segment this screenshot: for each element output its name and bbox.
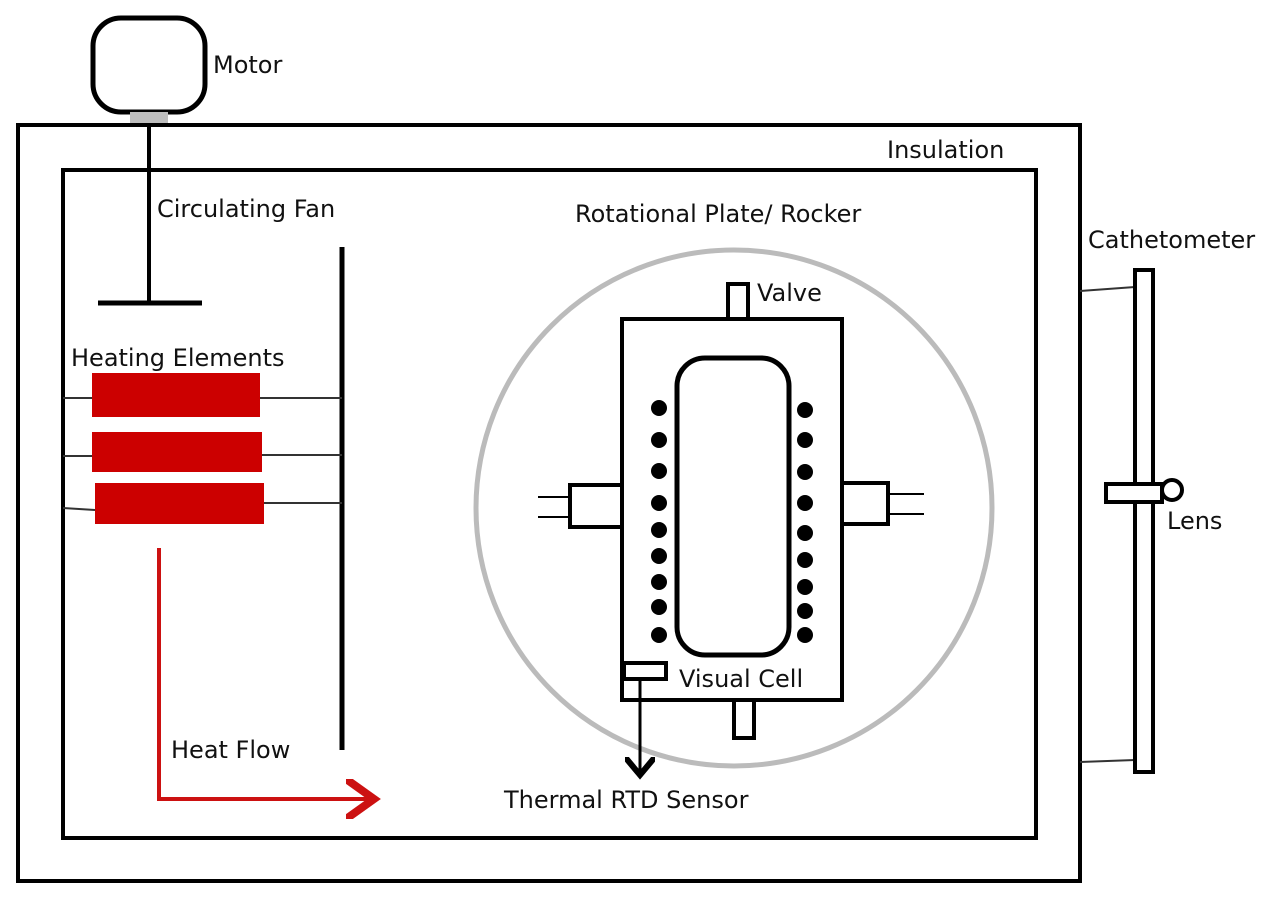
heating-elements-label: Heating Elements (71, 344, 285, 372)
rotational-plate-label: Rotational Plate/ Rocker (575, 200, 861, 228)
cell-bead (797, 627, 813, 643)
cathetometer-arm-bottom (1079, 759, 1136, 763)
rtd-sensor (622, 661, 668, 681)
visual-cell-label: Visual Cell (679, 665, 803, 693)
cell-bead (797, 402, 813, 418)
rocker-plate (473, 247, 995, 769)
heat-flow-label: Heat Flow (171, 736, 290, 764)
cell-bead (797, 579, 813, 595)
cell-bead (651, 599, 667, 615)
insulation-label: Insulation (887, 136, 1004, 164)
valve-label: Valve (757, 279, 822, 307)
cell-bead (797, 432, 813, 448)
cell-bead (797, 603, 813, 619)
lens-icon (1160, 478, 1184, 502)
cell-bead (651, 522, 667, 538)
cathetometer-label: Cathetometer (1088, 226, 1255, 254)
right-pivot (840, 481, 890, 526)
motor-coupling (130, 112, 168, 125)
cell-bead (797, 495, 813, 511)
cell-bead (651, 432, 667, 448)
heating-element (92, 432, 262, 472)
cell-bead (797, 525, 813, 541)
inner-chamber (61, 168, 1038, 840)
cell-bead (651, 627, 667, 643)
heat-flow-arrow (157, 548, 370, 799)
cell-bead (651, 463, 667, 479)
circulating-fan-label: Circulating Fan (157, 195, 335, 223)
cell-bead (651, 548, 667, 564)
heater-wire-left-3 (62, 507, 96, 511)
cell-bead (651, 495, 667, 511)
cell-bead (651, 400, 667, 416)
thermal-rtd-sensor-label: Thermal RTD Sensor (503, 786, 749, 814)
bottom-valve (732, 698, 756, 740)
motor-body (90, 15, 208, 115)
top-valve (726, 282, 750, 321)
insulation-box (16, 123, 1082, 883)
visual-cell-window (674, 355, 792, 658)
heating-element (95, 483, 264, 524)
cathetometer-arm-top (1079, 286, 1136, 292)
cell-bead (797, 464, 813, 480)
lens-holder (1104, 482, 1164, 504)
cell-bead (797, 552, 813, 568)
cathetometer-rod (1133, 268, 1155, 774)
lens-label: Lens (1167, 507, 1222, 535)
left-pivot (568, 483, 624, 529)
heating-element (92, 373, 260, 417)
motor-label: Motor (213, 51, 282, 79)
cell-bead (651, 574, 667, 590)
